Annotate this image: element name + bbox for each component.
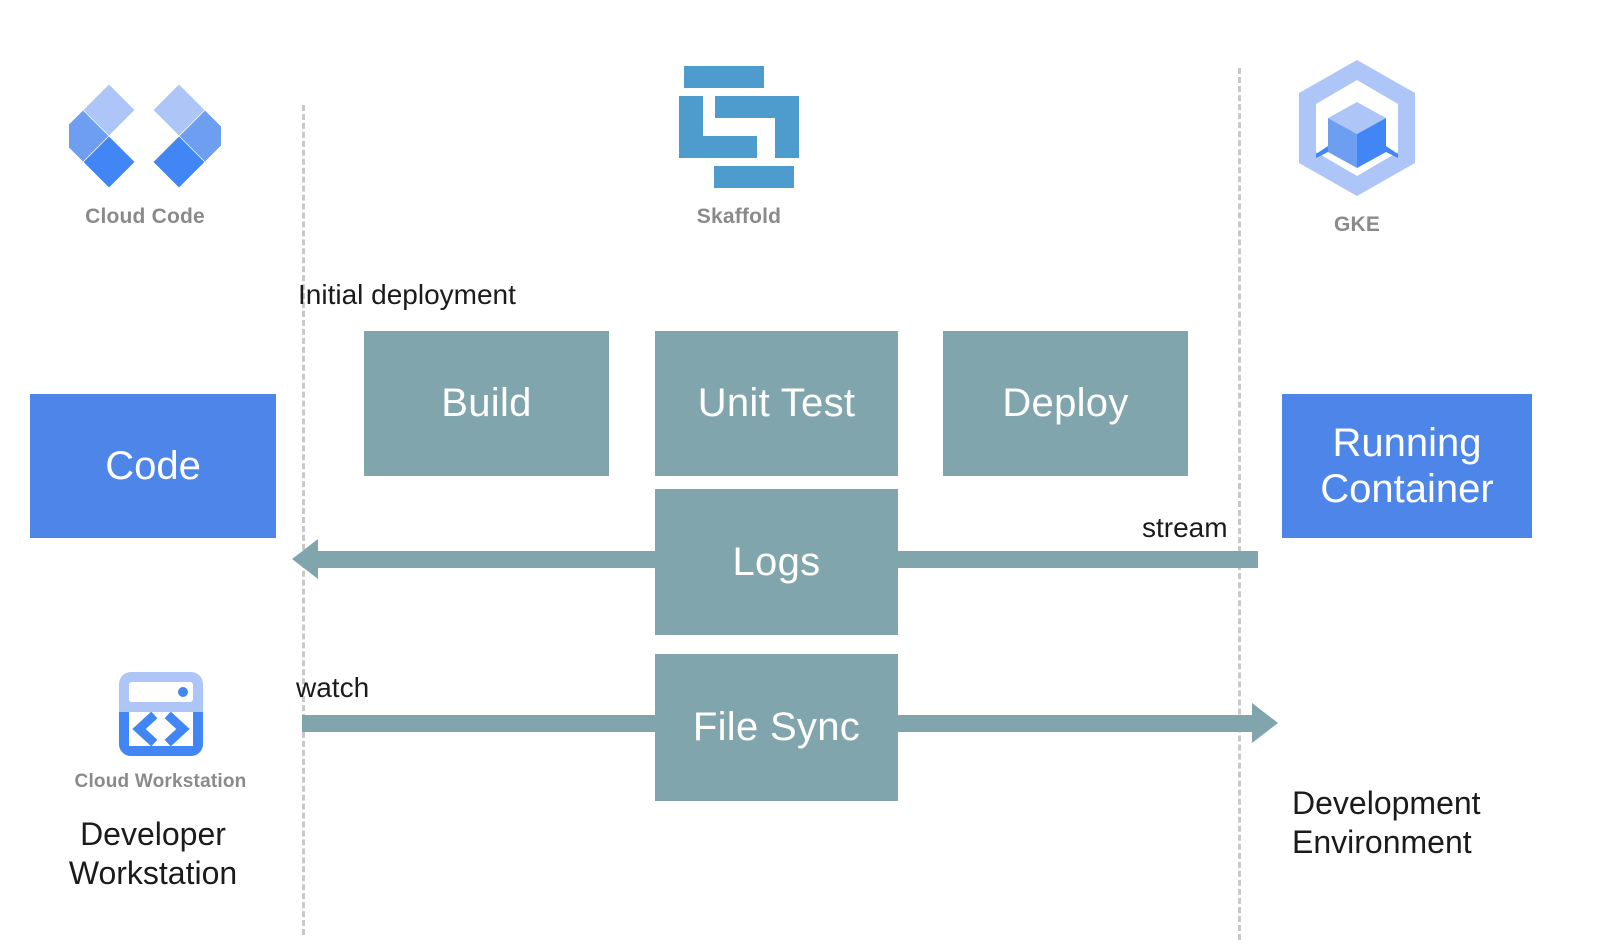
logo-cluster-gke: GKE [1252,58,1462,237]
boundary-line-right [1238,68,1241,940]
skaffold-icon [679,62,799,190]
endpoint-label-running-container: Running Container [1320,421,1494,511]
logo-caption-cloud-code: Cloud Code [85,205,205,228]
file-sync-arrow-head-right [1252,703,1278,743]
logo-caption-cloud-workstation: Cloud Workstation [74,771,247,792]
annotation-watch: watch [296,672,370,703]
logo-cluster-cloud-code: Cloud Code [40,72,250,229]
stage-box-file-sync[interactable]: File Sync [655,654,898,801]
environment-caption-development-environment: Development Environment [1292,785,1481,861]
cloud-workstation-icon [115,668,207,760]
gke-icon [1294,58,1420,198]
environment-caption-developer-workstation: Developer Workstation [68,816,238,892]
stage-box-deploy[interactable]: Deploy [943,331,1188,476]
logo-cluster-skaffold: Skaffold [634,62,844,229]
annotation-initial-deployment: Initial deployment [298,279,516,310]
endpoint-box-running-container[interactable]: Running Container [1282,394,1532,538]
stage-box-unit-test[interactable]: Unit Test [655,331,898,476]
logo-caption-skaffold: Skaffold [696,205,782,228]
stage-box-build[interactable]: Build [364,331,609,476]
boundary-line-left [302,105,305,935]
endpoint-box-code[interactable]: Code [30,394,276,538]
logo-cluster-cloud-workstation: Cloud Workstation [58,668,263,793]
logo-caption-gke: GKE [1333,213,1381,236]
stage-box-logs[interactable]: Logs [655,489,898,635]
cloud-code-icon [57,72,231,190]
logs-arrow-head-left [292,539,318,579]
annotation-stream: stream [1142,512,1228,543]
